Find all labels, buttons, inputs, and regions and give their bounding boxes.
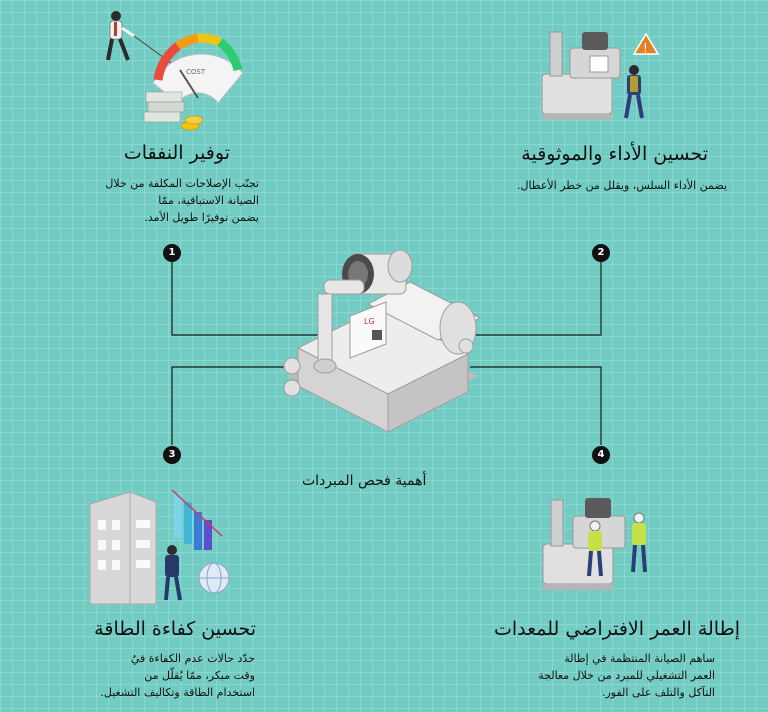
money-stack — [143, 91, 204, 131]
bar-chart-icon — [171, 489, 223, 550]
connector-4 — [470, 366, 602, 445]
energy-efficiency-illustration — [86, 486, 236, 606]
number-badge-4: 4 — [592, 446, 610, 464]
businessman-figure — [164, 545, 182, 601]
reliability-illustration: ! — [530, 22, 670, 132]
number-badge-1: 1 — [163, 244, 181, 262]
technician-figure — [631, 512, 647, 573]
section-2-title: تحسين الأداء والموثوقية — [521, 143, 708, 165]
connector-3 — [171, 366, 300, 445]
chiller-small-icon — [541, 31, 621, 120]
section-1-description: تجنّب الإصلاحات المكلفة من خلال الصيانة … — [105, 177, 259, 224]
person-figure — [106, 11, 179, 69]
chiller-small-icon — [542, 498, 626, 590]
section-4-title: إطالة العمر الافتراضي للمعدات — [493, 618, 740, 640]
section-2-description: يضمن الأداء السلس، ويقلل من خطر الأعطال. — [516, 179, 727, 192]
chiller-machine: LG — [283, 249, 482, 433]
gauge-label: COST — [186, 68, 206, 76]
connector-1 — [171, 262, 320, 336]
number-badge-2: 2 — [592, 244, 610, 262]
technician-figure — [587, 520, 603, 577]
number-badge-3: 3 — [163, 446, 181, 464]
central-chiller-illustration: LG — [268, 236, 494, 446]
equipment-life-illustration — [535, 486, 670, 606]
svg-text:!: ! — [643, 41, 648, 55]
connector-2 — [470, 262, 602, 336]
lg-logo: LG — [364, 317, 375, 326]
cost-savings-illustration: COST — [98, 8, 258, 138]
globe-icon — [198, 562, 230, 594]
section-3-title: تحسين كفاءة الطاقة — [94, 618, 256, 640]
section-1-title: توفير النفقات — [123, 142, 230, 164]
cost-gauge: COST — [152, 33, 244, 104]
warning-icon: ! — [632, 32, 660, 55]
building-icon — [89, 491, 157, 605]
section-4-description: ساهم الصيانة المنتظمة في إطالة العمر الت… — [538, 652, 715, 699]
center-caption: أهمية فحص المبردات — [302, 473, 427, 489]
technician-figure — [624, 65, 644, 119]
section-3-description: حدّد حالات عدم الكفاءة فيُ وقت مبكر، ممّ… — [100, 652, 255, 699]
